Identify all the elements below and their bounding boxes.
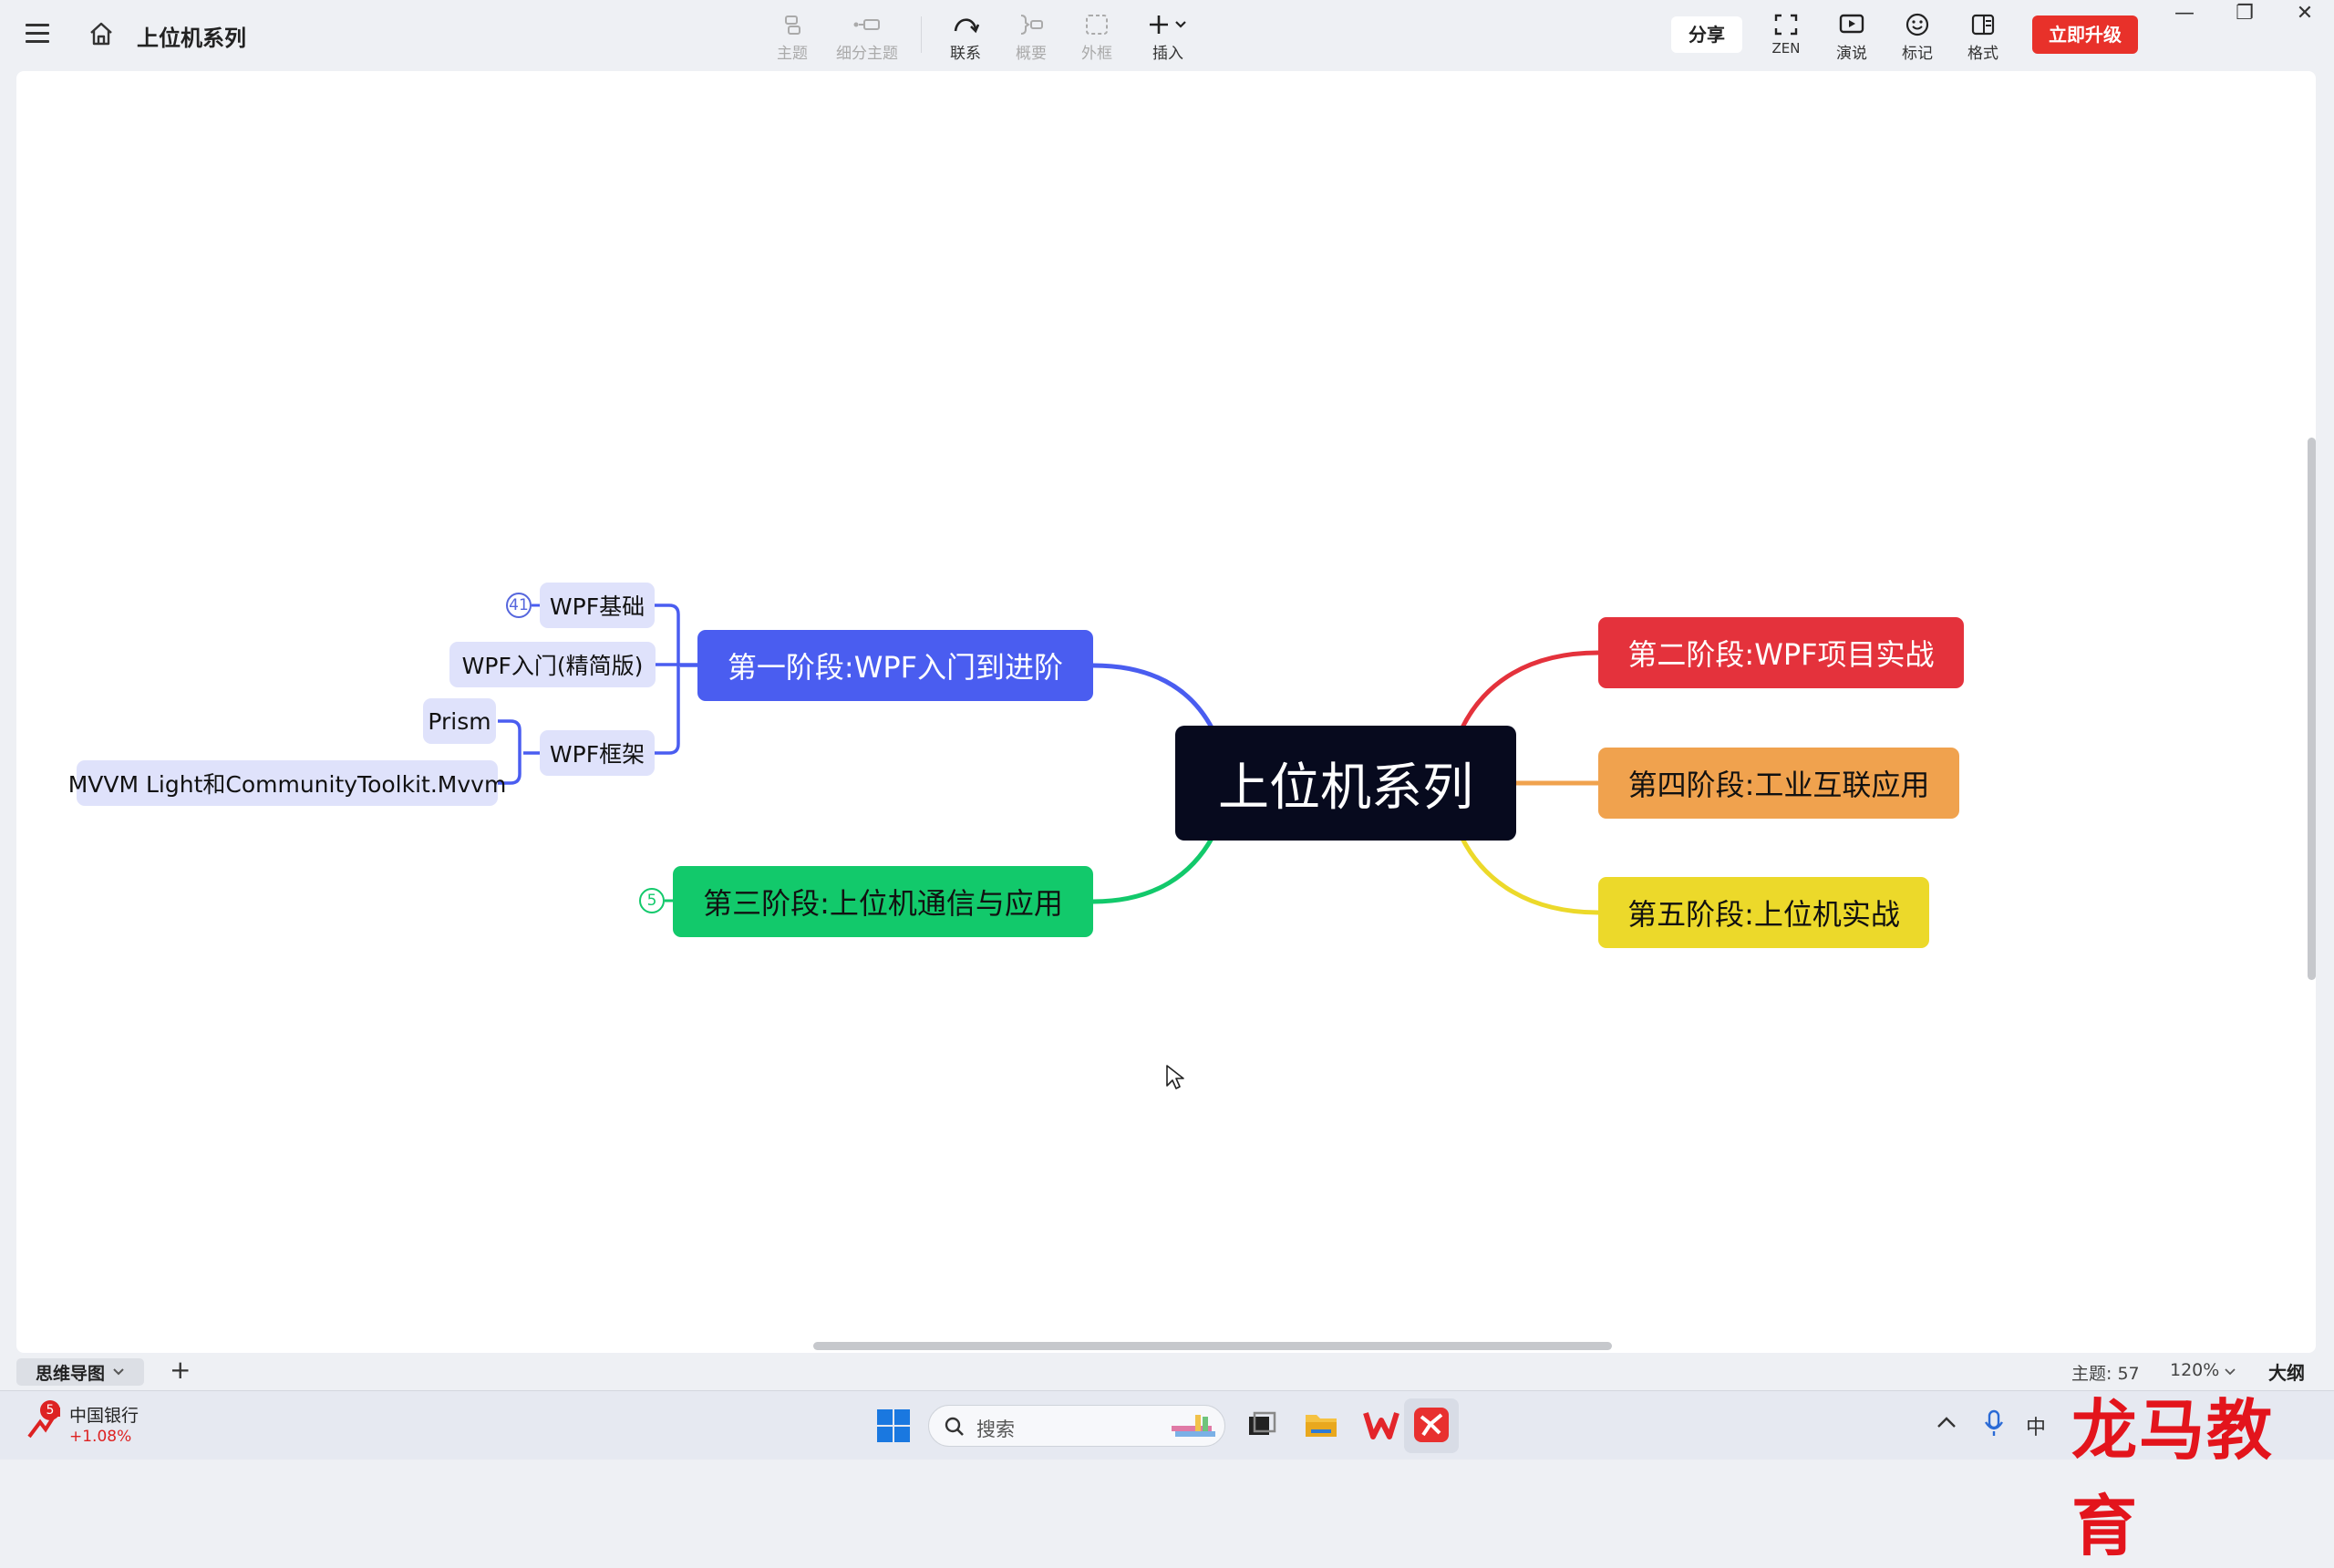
search-placeholder: 搜索	[976, 1418, 1015, 1440]
windows-start-icon[interactable]	[877, 1409, 910, 1442]
link-stage1	[1092, 663, 1215, 731]
wps-office-icon[interactable]	[1360, 1404, 1402, 1446]
branch-stage3[interactable]: 第三阶段:上位机通信与应用	[673, 866, 1093, 937]
insert-icon	[1150, 15, 1186, 34]
relation-icon	[954, 18, 979, 34]
share-button[interactable]: 分享	[1671, 16, 1742, 53]
relation-label: 联系	[950, 45, 981, 63]
home-icon[interactable]	[88, 20, 115, 47]
boundary-label: 外框	[1081, 45, 1112, 63]
subtopic-wpf-intro[interactable]: WPF入门(精简版)	[449, 642, 656, 687]
branch-stage1[interactable]: 第一阶段:WPF入门到进阶	[697, 630, 1093, 701]
smiley-icon	[1905, 13, 1929, 36]
document-title: 上位机系列	[137, 26, 246, 51]
subtopic-wpf-basics[interactable]: WPF基础	[540, 583, 655, 628]
subtopic-mvvm[interactable]: MVVM Light和CommunityToolkit.Mvvm	[68, 760, 506, 806]
upgrade-button[interactable]: 立即升级	[2032, 15, 2138, 54]
collapsed-count-badge[interactable]: 41	[506, 593, 532, 618]
branch-stage2[interactable]: 第二阶段:WPF项目实战	[1598, 617, 1964, 688]
taskbar-search[interactable]: 搜索	[928, 1405, 1225, 1447]
chevron-down-icon	[2225, 1368, 2236, 1376]
zen-icon	[1774, 14, 1798, 36]
horizontal-scrollbar[interactable]	[813, 1342, 1612, 1350]
marker-label: 标记	[1902, 45, 1933, 63]
present-icon	[1839, 14, 1864, 34]
boundary-button[interactable]: 外框	[1065, 11, 1129, 63]
zen-label: ZEN	[1771, 40, 1801, 57]
mouse-cursor-icon	[1166, 1065, 1184, 1089]
link-stage1-children	[655, 603, 697, 755]
insert-button[interactable]: 插入	[1136, 11, 1200, 63]
subtopic-prism[interactable]: Prism	[423, 698, 496, 744]
top-toolbar: 上位机系列 主题 细分主题 联系 概要 外框 插入 分享 ZEN 演说 标记 格	[0, 0, 2334, 71]
toolbar-divider	[921, 16, 922, 53]
file-explorer-icon[interactable]	[1300, 1404, 1342, 1446]
restore-button[interactable]: ❐	[2236, 2, 2254, 25]
link-framework-children	[498, 719, 540, 785]
xmind-icon[interactable]	[1410, 1404, 1452, 1446]
subtopic-wpf-framework[interactable]: WPF框架	[540, 730, 655, 776]
marker-button[interactable]: 标记	[1885, 11, 1949, 63]
stock-badge: 5	[40, 1400, 60, 1420]
add-sheet-button[interactable]: +	[170, 1355, 191, 1385]
branch-stage4[interactable]: 第四阶段:工业互联应用	[1598, 748, 1959, 819]
task-view-icon[interactable]	[1240, 1404, 1282, 1446]
search-icon	[945, 1417, 964, 1436]
link-stage3	[1092, 835, 1215, 904]
root-topic[interactable]: 上位机系列	[1175, 726, 1516, 841]
boundary-icon	[1086, 15, 1108, 35]
sheet-tab-mindmap[interactable]: 思维导图	[16, 1358, 144, 1386]
branch-stage5[interactable]: 第五阶段:上位机实战	[1598, 877, 1929, 948]
mindmap-connectors	[498, 603, 1599, 915]
link-stage5	[1459, 835, 1599, 915]
zen-button[interactable]: ZEN	[1754, 11, 1818, 57]
relation-button[interactable]: 联系	[934, 11, 997, 63]
outline-button[interactable]: 大纲	[2268, 1362, 2305, 1384]
stock-name[interactable]: 中国银行	[69, 1406, 139, 1426]
present-button[interactable]: 演说	[1820, 11, 1884, 63]
mindmap-canvas[interactable]: 上位机系列 第一阶段:WPF入门到进阶 第二阶段:WPF项目实战 第三阶段:上位…	[16, 71, 2316, 1353]
insert-label: 插入	[1152, 45, 1183, 63]
stock-change: +1.08%	[69, 1428, 132, 1446]
present-label: 演说	[1836, 45, 1867, 63]
zoom-level[interactable]: 120%	[2170, 1360, 2236, 1380]
watermark-logo: 龙马教育	[2071, 1392, 2275, 1564]
books-icon	[1172, 1415, 1215, 1437]
summary-label: 概要	[1016, 45, 1047, 63]
topic-icon	[785, 15, 800, 35]
hamburger-menu-icon[interactable]	[26, 24, 49, 44]
zoom-value: 120%	[2170, 1360, 2220, 1380]
link-stage2	[1459, 650, 1599, 731]
subtopic-button[interactable]: 细分主题	[835, 11, 899, 63]
format-button[interactable]: 格式	[1951, 11, 2015, 63]
topic-count: 主题: 57	[2071, 1364, 2140, 1384]
windows-taskbar: 5 中国银行 +1.08% 搜索 中	[0, 1390, 2334, 1460]
topic-button[interactable]: 主题	[760, 11, 824, 63]
chevron-up-icon[interactable]	[1933, 1409, 1960, 1437]
format-panel-icon	[1971, 14, 1995, 36]
microphone-icon[interactable]	[1980, 1408, 2008, 1439]
ime-indicator[interactable]: 中	[2026, 1417, 2047, 1439]
format-label: 格式	[1967, 45, 1998, 63]
chevron-down-icon	[113, 1368, 124, 1376]
collapsed-count-badge[interactable]: 5	[639, 888, 665, 913]
vertical-scrollbar[interactable]	[2308, 438, 2316, 980]
subtopic-label: 细分主题	[836, 45, 898, 63]
bottom-status-bar: 思维导图 + 主题: 57 120% 大纲	[0, 1353, 2334, 1389]
topic-label: 主题	[777, 45, 808, 63]
sheet-tab-label: 思维导图	[35, 1363, 105, 1384]
summary-icon	[1020, 15, 1043, 35]
minimize-button[interactable]: —	[2174, 2, 2195, 25]
close-button[interactable]: ✕	[2296, 2, 2314, 25]
summary-button[interactable]: 概要	[999, 11, 1063, 63]
subtopic-icon	[853, 19, 880, 30]
